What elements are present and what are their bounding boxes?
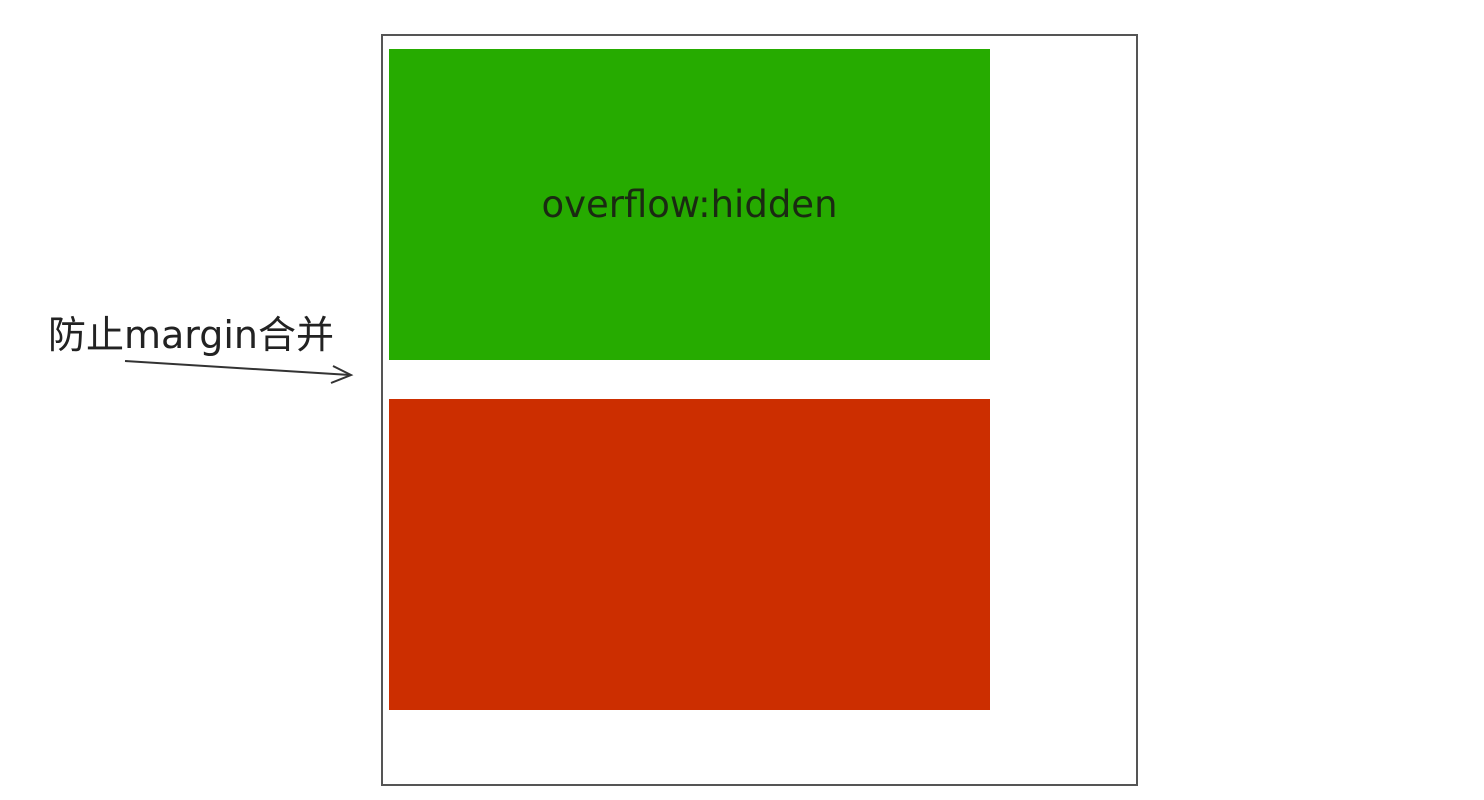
red-box [389,399,990,710]
arrow-shaft [124,360,351,376]
annotation-label: 防止margin合并 [48,313,335,357]
arrow-head [330,365,354,384]
green-box-label: overflow:hidden [541,183,838,226]
green-box: overflow:hidden [389,49,990,360]
container-frame: overflow:hidden [381,34,1138,786]
